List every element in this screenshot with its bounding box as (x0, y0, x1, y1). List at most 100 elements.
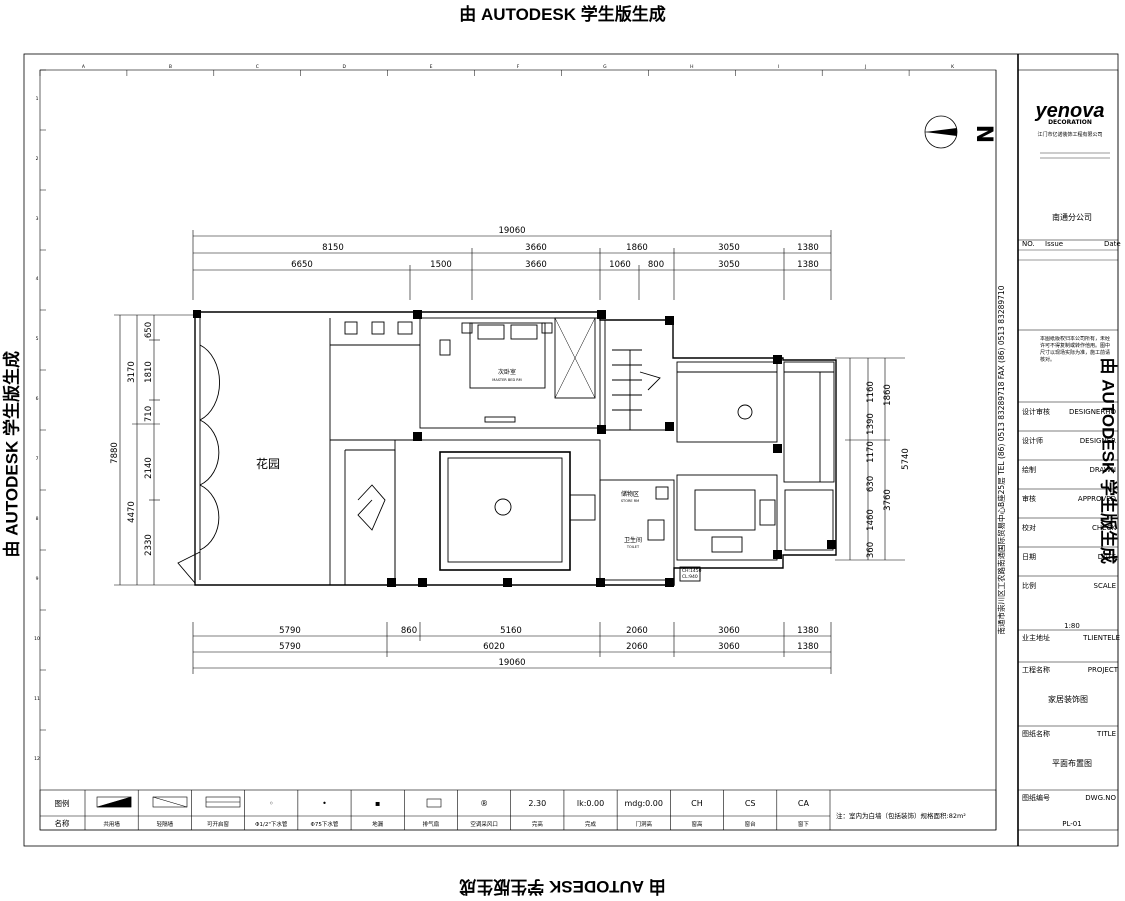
dim-right-1: 1860 (883, 384, 893, 406)
tb-row-cn: 设计师 (1022, 436, 1043, 445)
legend-symbol: mdg:0.00 (625, 799, 663, 808)
garden-gate (177, 551, 201, 584)
dim-top2-1: 6650 (291, 260, 313, 270)
dim-top-overall: 19060 (498, 226, 525, 236)
level-box-ch: CH:1450 (682, 568, 702, 574)
tb-row-en: CHECK (1092, 524, 1116, 532)
grid-col-label: D (342, 64, 346, 70)
grid-col-label: I (778, 64, 779, 70)
dim-bot-6: 1380 (797, 626, 819, 636)
tb-row-en: DATE (1098, 553, 1116, 561)
dim-right-8: 360 (866, 542, 876, 558)
grid-row-label: 11 (34, 696, 40, 702)
outer-wall (194, 311, 837, 586)
tb-row-en: DESIGNER (1080, 437, 1116, 445)
legend-symbol: lk:0.00 (577, 799, 604, 808)
dim-top2-2: 1500 (430, 260, 452, 270)
legend-name: 空调采风口 (470, 820, 498, 828)
legend-name: 轻隔墙 (157, 820, 174, 828)
title-block-address: 南通市崇川区工农路南通国际贸易中心B座25层 TEL (86) 0513 832… (996, 285, 1006, 634)
dim-left-1: 650 (144, 322, 154, 338)
dim-top-4: 3050 (718, 243, 740, 253)
grid-col-label: J (864, 64, 866, 70)
tb-row-en: DRAWN (1089, 466, 1116, 474)
dim-bot-5: 3060 (718, 626, 740, 636)
floor-plan (177, 311, 837, 586)
grid-col-label: C (256, 64, 259, 70)
room-label-bedroom: 次卧室 (498, 368, 516, 376)
legend-symbol: CS (745, 799, 756, 808)
bed (469, 322, 546, 389)
dim-top2-5: 800 (648, 260, 664, 270)
level-box (679, 566, 701, 582)
garden-arc-1 (199, 344, 220, 421)
grid-row-label: 8 (36, 516, 39, 522)
room-label-garden: 花园 (256, 456, 280, 471)
legend-name: 排气扇 (423, 820, 440, 828)
dim-top-3: 1860 (626, 243, 648, 253)
tb-row-cn: 比例 (1022, 581, 1036, 590)
dim-bot2-5: 1380 (797, 642, 819, 652)
dim-left-overall: 7880 (110, 442, 120, 464)
dim-right-3: 1390 (866, 413, 876, 435)
grid-col-label: E (430, 64, 433, 70)
tb-row-cn: 设计审核 (1022, 407, 1050, 416)
scale-value: 1:80 (1064, 622, 1080, 630)
north-label: N (971, 125, 996, 143)
left-dimensions (114, 314, 195, 586)
tb-row-cn: 日期 (1022, 553, 1036, 561)
dim-right-5: 630 (866, 476, 876, 492)
tb-row-cn: 校对 (1022, 523, 1036, 532)
legend-name: Φ1/2"下水管 (255, 820, 288, 828)
sheet-border-inner (39, 69, 997, 831)
legend-name: 窗高 (691, 820, 703, 828)
grid-row-label: 1 (36, 96, 39, 102)
legend-name: 共用墙 (103, 820, 120, 828)
top-dimensions (192, 230, 832, 300)
title-label-en: TITLE (1096, 730, 1116, 738)
dim-left-3: 1810 (144, 361, 154, 383)
legend-symbol: ▪ (375, 799, 380, 808)
room-label-toilet-en: TOILET (626, 545, 640, 549)
dim-top2-7: 1380 (797, 260, 819, 270)
legend-symbol: 2.30 (528, 799, 546, 808)
company-logo-sub: DECORATION (1048, 119, 1092, 126)
north-arrow: N (924, 115, 996, 149)
dim-right-7: 1460 (866, 509, 876, 531)
dim-right-4: 1170 (866, 441, 876, 463)
grid-col-label: A (82, 64, 86, 70)
tb-row-en: APPROVED (1078, 495, 1116, 503)
storage-toilet (599, 479, 675, 581)
right-wardrobe (783, 361, 835, 483)
legend-header-name: 名称 (55, 818, 70, 828)
toilet-fixture-icon (647, 519, 665, 541)
dim-top2-4: 1060 (609, 260, 631, 270)
dim-top2-6: 3050 (718, 260, 740, 270)
legend-header-symbol: 图例 (55, 798, 70, 808)
structural-columns (193, 310, 836, 587)
legend-name: 地漏 (372, 820, 384, 828)
dim-top2-3: 3660 (525, 260, 547, 270)
dwg-label-cn: 图纸编号 (1022, 793, 1050, 802)
grid-row-label: 3 (36, 216, 39, 222)
room-label-storage-en: STORE RM (621, 499, 639, 503)
dim-bot-overall: 19060 (498, 658, 525, 668)
dim-bot-4: 2060 (626, 626, 648, 636)
legend-name: 窗台 (745, 820, 757, 828)
tb-row-en: DESIGNERHO (1069, 408, 1117, 416)
right-dimension-labels: 1860 5740 1160 1390 1170 630 3760 1460 3… (866, 381, 911, 558)
project-label-en: PROJECT (1088, 666, 1119, 674)
sheet-border-outer (23, 53, 1119, 847)
client-label-cn: 业主地址 (1022, 633, 1050, 642)
watermark-top: 由 AUTODESK 学生版生成 (459, 5, 666, 24)
dim-bot-3: 5160 (500, 626, 522, 636)
issue-date-header: Date (1104, 240, 1121, 248)
title-label-cn: 图纸名称 (1022, 729, 1050, 738)
dim-right-overall: 5740 (901, 448, 911, 470)
grid-col-label: B (169, 64, 172, 70)
project-label-cn: 工程名称 (1022, 665, 1050, 674)
legend-symbol: ◦ (269, 799, 274, 808)
grid-row-label: 2 (36, 156, 39, 162)
